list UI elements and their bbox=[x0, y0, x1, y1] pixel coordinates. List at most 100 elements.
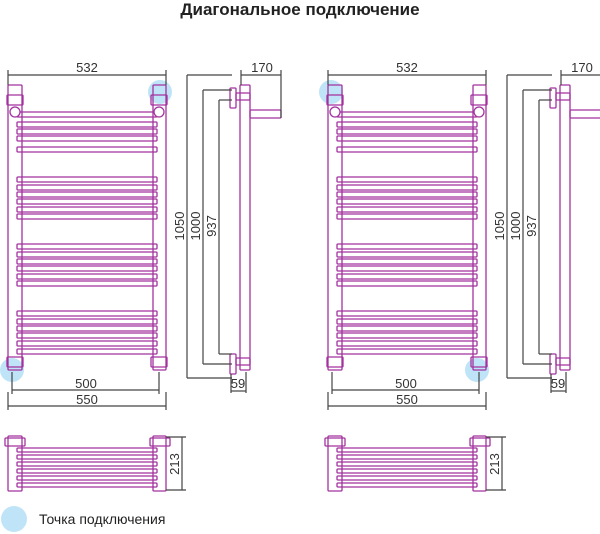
towel-bar bbox=[336, 176, 478, 183]
towel-bar bbox=[16, 184, 158, 191]
dimension-width-top: 532 bbox=[396, 60, 418, 75]
towel-bar bbox=[16, 273, 158, 280]
towel-bar bbox=[336, 280, 478, 287]
towel-bar bbox=[336, 121, 478, 128]
dimension-width-total: 550 bbox=[396, 392, 418, 407]
dimension-center: 500 bbox=[75, 376, 97, 391]
connection-point-top-left bbox=[319, 80, 343, 104]
towel-bar bbox=[16, 121, 158, 128]
dimension-bottom-depth: 213 bbox=[487, 453, 502, 475]
dimension-depth: 170 bbox=[251, 60, 273, 75]
bottom-bar bbox=[16, 461, 158, 467]
valve-nut bbox=[470, 356, 488, 368]
bottom-bar bbox=[16, 468, 158, 474]
side-valve bbox=[229, 87, 237, 109]
towel-bar bbox=[16, 128, 158, 135]
side-shelf bbox=[569, 109, 600, 119]
towel-bar bbox=[336, 340, 478, 347]
bottom-bar bbox=[16, 447, 158, 453]
towel-bar bbox=[16, 340, 158, 347]
towel-bar bbox=[336, 128, 478, 135]
towel-bar bbox=[16, 213, 158, 220]
plug bbox=[9, 106, 21, 118]
side-shelf bbox=[249, 109, 282, 119]
valve-nut bbox=[326, 356, 344, 368]
dimension-width-total: 550 bbox=[76, 392, 98, 407]
right-collector bbox=[152, 84, 167, 371]
bottom-valve bbox=[469, 437, 491, 447]
dimension-height-total: 1050 bbox=[172, 212, 187, 241]
side-valve bbox=[549, 87, 557, 109]
side-valve-nut bbox=[235, 357, 251, 366]
towel-bar bbox=[336, 265, 478, 272]
plug bbox=[473, 106, 485, 118]
legend: Точка подключения bbox=[0, 506, 165, 532]
dimension-bottom-depth: 213 bbox=[167, 453, 182, 475]
towel-bar bbox=[16, 258, 158, 265]
bottom-bar bbox=[336, 447, 478, 453]
dimension-height-937: 937 bbox=[524, 215, 539, 237]
dimension-center: 500 bbox=[395, 376, 417, 391]
towel-bar bbox=[16, 191, 158, 198]
towel-bar bbox=[16, 206, 158, 213]
towel-bar bbox=[16, 325, 158, 332]
side-valve-nut bbox=[235, 92, 251, 101]
dimension-width-top: 532 bbox=[76, 60, 98, 75]
bottom-valve bbox=[4, 437, 26, 447]
dimension-height-total: 1050 bbox=[492, 212, 507, 241]
dimension-height-937: 937 bbox=[204, 215, 219, 237]
bottom-valve bbox=[324, 437, 346, 447]
bottom-collector bbox=[472, 435, 487, 492]
dimension-offset: 59 bbox=[551, 376, 565, 391]
towel-bar bbox=[16, 176, 158, 183]
valve-nut bbox=[150, 94, 168, 106]
legend-label: Точка подключения bbox=[39, 511, 166, 527]
towel-bar bbox=[336, 251, 478, 258]
valve-nut bbox=[470, 94, 488, 106]
bottom-collector bbox=[152, 435, 167, 492]
bottom-bar bbox=[16, 475, 158, 481]
bottom-bar bbox=[336, 468, 478, 474]
side-collector bbox=[559, 84, 571, 371]
towel-bar bbox=[336, 146, 478, 153]
dimension-depth: 170 bbox=[571, 60, 593, 75]
dimension-height-1000: 1000 bbox=[188, 212, 203, 241]
towel-bar bbox=[16, 332, 158, 339]
towel-bar bbox=[16, 146, 158, 153]
side-collector bbox=[239, 84, 251, 371]
towel-bar bbox=[336, 325, 478, 332]
towel-bar bbox=[16, 280, 158, 287]
towel-bar bbox=[16, 243, 158, 250]
towel-bar bbox=[336, 198, 478, 205]
dimension-height-1000: 1000 bbox=[508, 212, 523, 241]
bottom-bar bbox=[336, 461, 478, 467]
bottom-valve bbox=[149, 437, 171, 447]
bottom-bar bbox=[336, 454, 478, 460]
towel-bar bbox=[16, 111, 158, 118]
towel-bar bbox=[336, 191, 478, 198]
towel-bar bbox=[336, 206, 478, 213]
towel-bar bbox=[16, 198, 158, 205]
towel-bar bbox=[16, 135, 158, 142]
bottom-bar bbox=[16, 454, 158, 460]
side-valve-nut bbox=[555, 92, 571, 101]
bottom-collector bbox=[327, 435, 343, 492]
left-collector bbox=[327, 84, 343, 371]
towel-bar bbox=[16, 318, 158, 325]
towel-bar bbox=[336, 348, 478, 355]
towel-bar bbox=[16, 348, 158, 355]
towel-bar bbox=[336, 243, 478, 250]
left-collector bbox=[7, 84, 23, 371]
towel-bar bbox=[16, 310, 158, 317]
towel-bar bbox=[16, 265, 158, 272]
towel-bar bbox=[336, 111, 478, 118]
towel-bar bbox=[336, 310, 478, 317]
towel-bar bbox=[336, 273, 478, 280]
towel-bar bbox=[336, 318, 478, 325]
plug bbox=[329, 106, 341, 118]
towel-bar bbox=[16, 251, 158, 258]
valve-nut bbox=[150, 356, 168, 368]
